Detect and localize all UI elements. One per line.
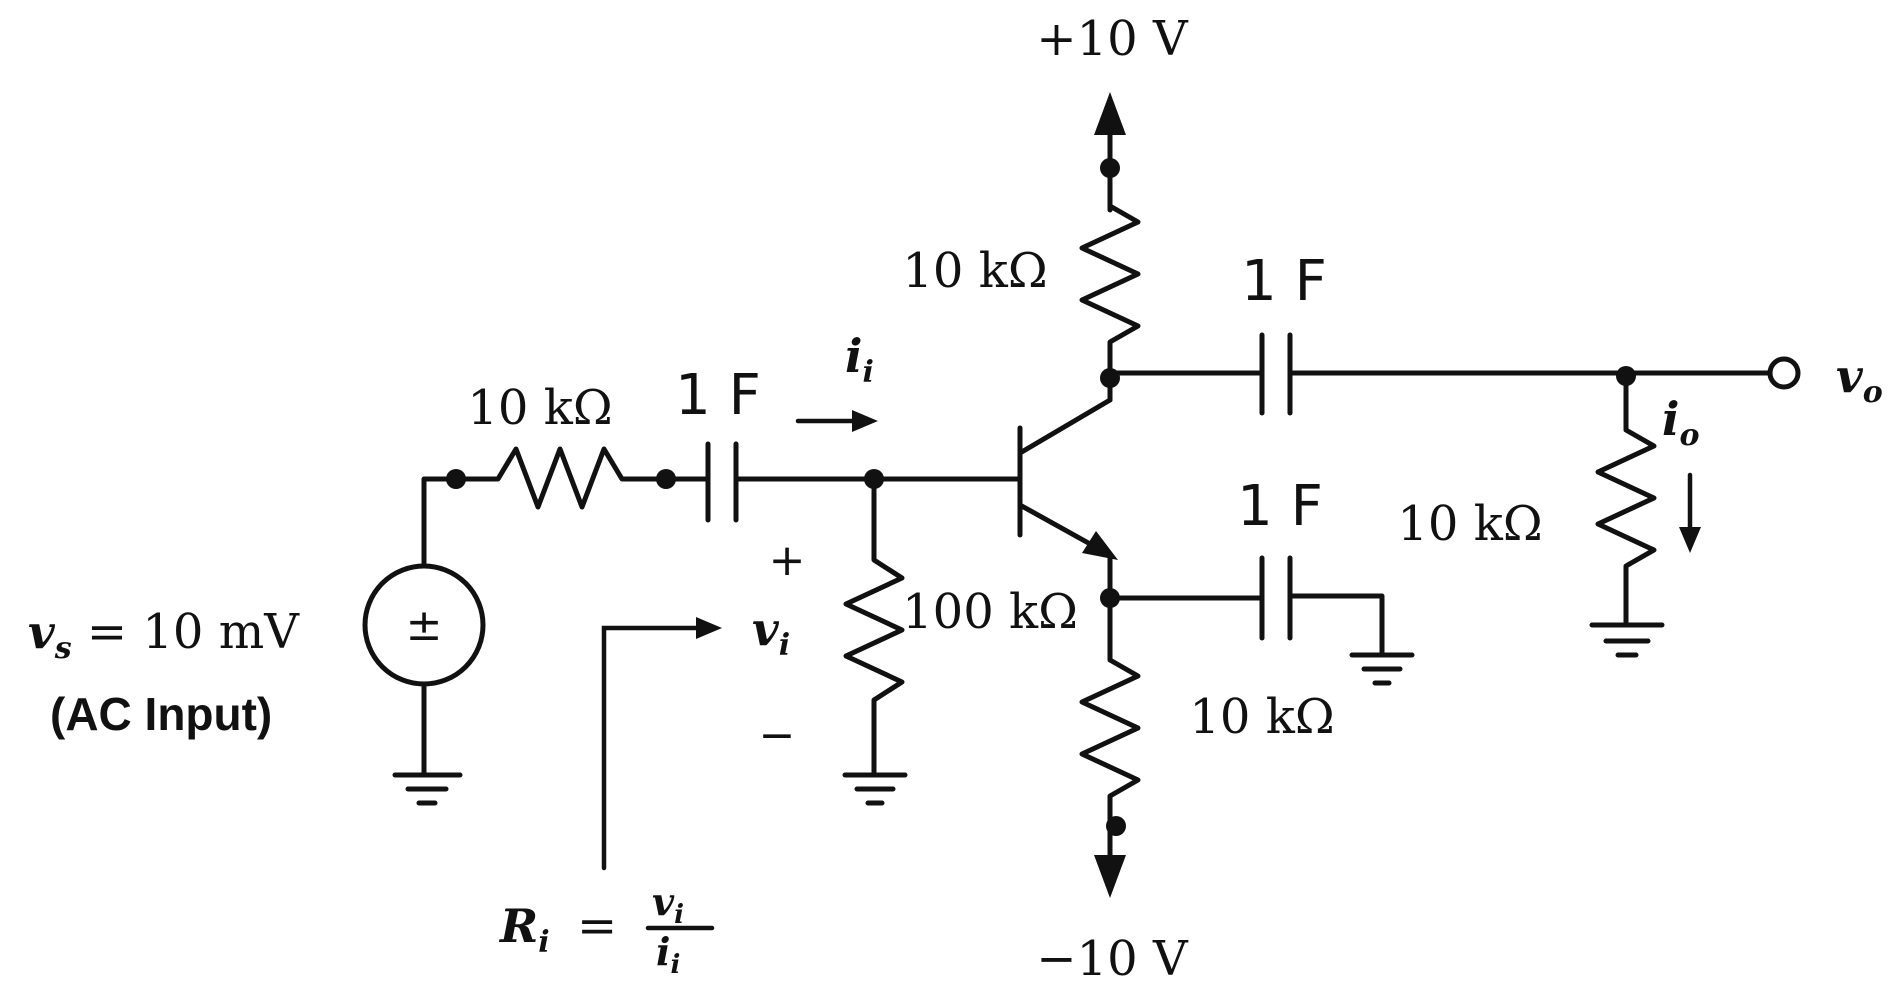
r-load-label: 10 kΩ	[1397, 496, 1542, 552]
ri-lhs: Ri	[498, 899, 550, 960]
ac-voltage-source: ±	[362, 563, 486, 687]
r-bias-label: 100 kΩ	[902, 584, 1078, 640]
r-emitter-label: 10 kΩ	[1189, 689, 1334, 745]
r-collector-label: 10 kΩ	[902, 243, 1047, 299]
vi-minus-sign: −	[759, 710, 796, 761]
c-in-label: 1 F	[675, 363, 761, 428]
ii-label: ii	[845, 329, 874, 390]
vee-arrow	[1094, 855, 1126, 898]
ground-source	[392, 772, 463, 806]
capacitor-input	[705, 441, 739, 523]
source-polarity-symbol: ±	[406, 600, 443, 651]
emitter-arrow	[1082, 531, 1118, 560]
io-arrow	[1679, 472, 1701, 553]
ri-denominator: ii	[656, 929, 680, 980]
vo-label: vo	[1836, 349, 1883, 410]
ri-equals: =	[577, 898, 617, 954]
ri-numerator: vi	[652, 879, 684, 930]
ground-bypass	[1349, 652, 1415, 686]
node-dot	[446, 469, 466, 489]
output-terminal	[1767, 356, 1801, 390]
ground-load	[1589, 622, 1665, 658]
r-source-label: 10 kΩ	[467, 380, 612, 436]
resistor-emitter	[1079, 595, 1141, 829]
resistor-source	[453, 446, 669, 510]
npn-transistor	[1017, 375, 1118, 601]
io-label: io	[1662, 392, 1700, 453]
vcc-label: +10 V	[1036, 11, 1189, 67]
ii-arrow	[795, 410, 878, 432]
ground-bias	[842, 772, 908, 806]
capacitor-bypass	[1259, 555, 1293, 641]
capacitor-output	[1259, 332, 1293, 416]
ri-formula: Ri = vi ii	[498, 879, 715, 980]
vi-label: vi	[752, 602, 790, 663]
resistor-bias	[843, 476, 905, 778]
wire-source-top	[421, 476, 459, 569]
source-label: vs = 10 mV	[28, 604, 300, 666]
vi-plus-sign: +	[769, 535, 806, 586]
wire-bypass-ground	[1287, 593, 1385, 658]
vcc-arrow	[1094, 92, 1126, 135]
ri-pointer	[601, 617, 722, 871]
resistor-collector	[1079, 165, 1141, 381]
source-note: (AC Input)	[50, 688, 272, 740]
resistor-load	[1595, 373, 1657, 628]
vee-label: −10 V	[1036, 931, 1189, 987]
c-out-label: 1 F	[1241, 249, 1327, 314]
c-emitter-label: 1 F	[1237, 474, 1323, 539]
